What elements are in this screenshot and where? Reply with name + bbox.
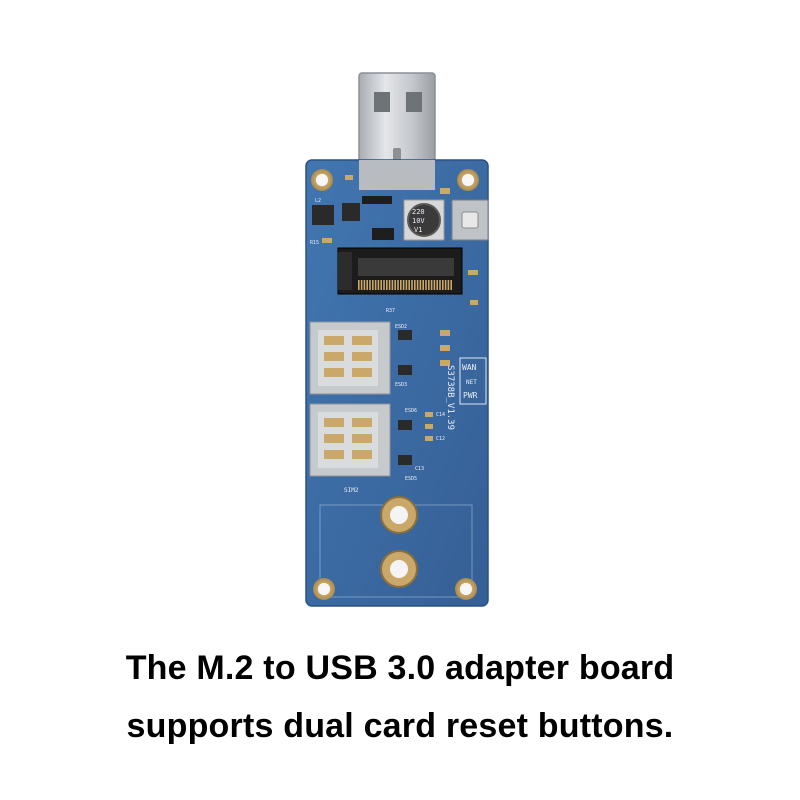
sim-contact	[352, 352, 372, 361]
m2-pin	[450, 280, 452, 290]
m2-pin	[366, 280, 368, 290]
m2-pin	[408, 280, 410, 290]
m2-pin	[419, 280, 422, 290]
label-c13: C13	[415, 466, 424, 472]
indicator-labels: WAN NET PWR	[459, 357, 487, 405]
label-esd5: ESD5	[405, 476, 417, 482]
label-esd2: ESD2	[395, 324, 407, 330]
mounting-hole-bottom-left	[313, 578, 335, 600]
label-esd6: ESD6	[405, 408, 417, 414]
indicator-pwr: PWR	[463, 391, 478, 400]
capacitor-text-1: 220	[412, 208, 425, 216]
m2-pin	[369, 280, 371, 290]
label-esd3: ESD3	[395, 382, 407, 388]
m2-pin	[414, 280, 416, 290]
indicator-net: NET	[466, 379, 477, 386]
m2-pin	[444, 280, 447, 290]
m2-pin	[377, 280, 380, 290]
m2-pin	[402, 280, 405, 290]
electrolytic-capacitor: 220 10V V1	[403, 199, 445, 241]
mounting-hole-bottom-right	[455, 578, 477, 600]
m2-pin	[372, 280, 374, 290]
sim-contact	[324, 336, 344, 345]
m2-pin	[416, 280, 419, 290]
m2-pin	[433, 280, 436, 290]
sim-contact	[352, 368, 372, 377]
m2-pin	[383, 280, 385, 290]
m2-pin	[397, 280, 399, 290]
sim-contact	[352, 418, 372, 427]
m2-pin	[374, 280, 377, 290]
sim-contact	[324, 434, 344, 443]
board-version-text: S3738B_V1.39	[445, 365, 455, 430]
m2-pin	[400, 280, 402, 290]
label-c14: C14	[436, 412, 445, 418]
m2-pin	[388, 280, 391, 290]
m2-pin	[436, 280, 438, 290]
label-r15: R15	[310, 240, 319, 246]
m2-pin	[425, 280, 427, 290]
sim-label: SIM2	[344, 487, 359, 494]
reset-button	[451, 199, 489, 241]
indicator-wan: WAN	[462, 363, 477, 372]
m2-pin	[394, 280, 396, 290]
caption-line-2: supports dual card reset buttons.	[126, 707, 674, 745]
sim-contact	[352, 434, 372, 443]
sim-slot-2-contacts	[324, 418, 372, 459]
label-l2: L2	[315, 198, 321, 204]
m2-pin	[360, 280, 363, 290]
m2-pin	[380, 280, 382, 290]
capacitor-text-2: 10V	[412, 217, 425, 225]
m2-pin	[447, 280, 450, 290]
m2-pin	[363, 280, 366, 290]
m2-pin	[428, 280, 430, 290]
sim-contact	[324, 368, 344, 377]
mounting-hole-top-right	[457, 169, 479, 191]
m2-pin	[439, 280, 441, 290]
label-c12: C12	[436, 436, 445, 442]
sim-slot-2	[309, 403, 391, 477]
m2-pin	[391, 280, 394, 290]
mounting-hole-top-left	[311, 169, 333, 191]
m2-pin	[358, 280, 360, 290]
m2-pin	[411, 280, 413, 290]
m2-pin	[430, 280, 433, 290]
sim-contact	[324, 352, 344, 361]
sim-slot-1	[309, 321, 391, 395]
sim-contact	[352, 450, 372, 459]
m2-slot-pins	[358, 280, 452, 290]
sim-contact	[324, 418, 344, 427]
sim-contact	[324, 450, 344, 459]
m2-pin	[386, 280, 388, 290]
caption-line-1: The M.2 to USB 3.0 adapter board	[125, 649, 675, 687]
sim-slot-1-contacts	[324, 336, 372, 377]
mounting-holes	[311, 169, 479, 600]
label-r37: R37	[386, 308, 395, 314]
m2-pin	[405, 280, 408, 290]
sim-contact	[352, 336, 372, 345]
m2-pin	[422, 280, 424, 290]
adapter-board-photo: 220 10V V1	[305, 72, 489, 607]
m2-pin	[442, 280, 444, 290]
capacitor-text-3: V1	[414, 226, 422, 234]
components	[312, 175, 478, 465]
